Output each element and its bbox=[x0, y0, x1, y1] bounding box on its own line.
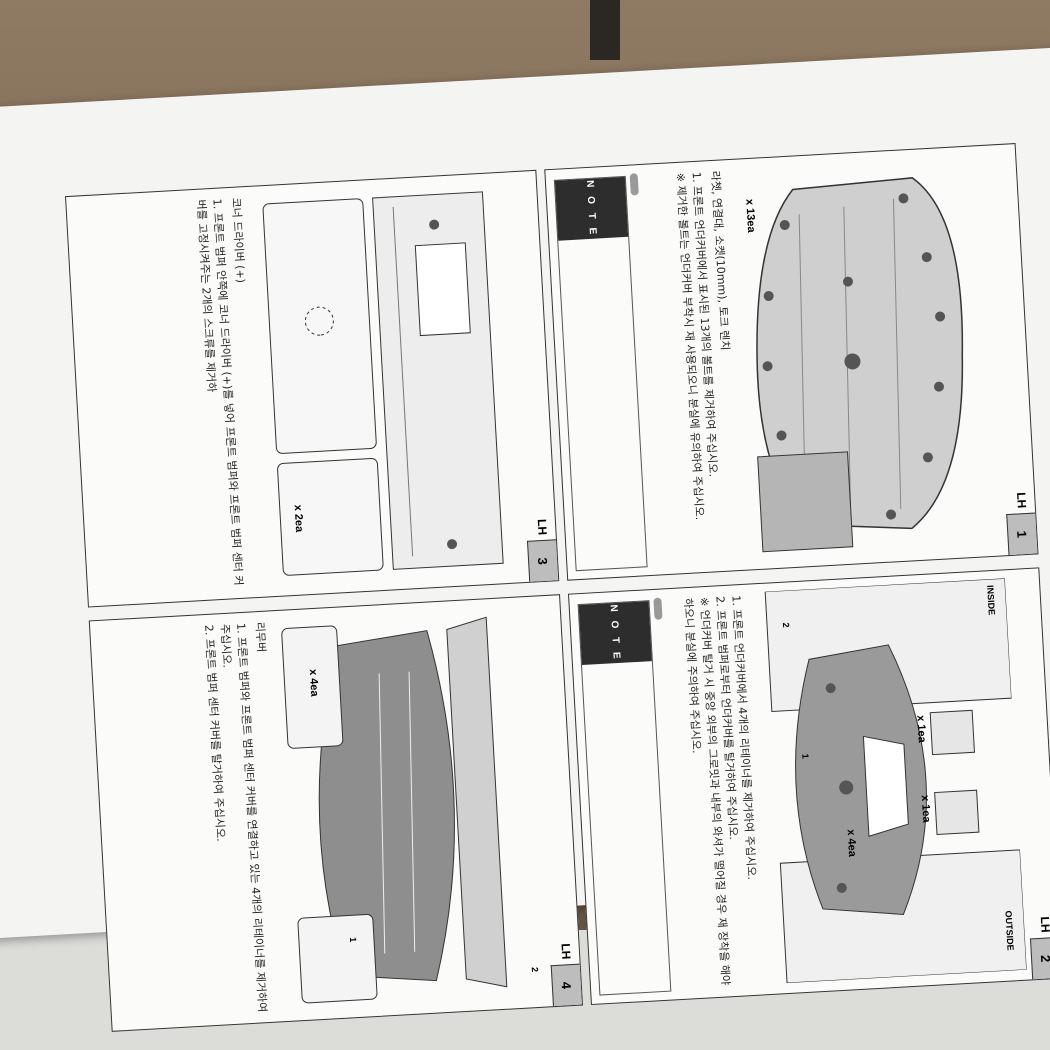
inside-label: INSIDE bbox=[985, 584, 997, 616]
step-callout-1: 1 bbox=[800, 753, 811, 759]
step-callout-2: 2 bbox=[529, 966, 541, 973]
washer-quantity: x 1ea bbox=[914, 714, 928, 744]
step-panel-3: 3 LH x 2ea 코너 드라이버 (+) 1. 프론트 범퍼 안쪽에 코너 … bbox=[65, 169, 560, 608]
step-panel-4: 4 LH x 4ea 1 2 리무버 1. 프론트 범퍼와 프론트 범퍼 센터 … bbox=[88, 594, 583, 1032]
note-label: N O T E bbox=[578, 601, 652, 666]
undercover-bolts-diagram bbox=[756, 177, 964, 553]
note-label: N O T E bbox=[554, 176, 629, 241]
retainer-quantity: x 4ea bbox=[306, 668, 321, 697]
step-number: 1 bbox=[1006, 512, 1038, 556]
manual-page: KIA Genuine Accessories 1 LH x 13ea 라쳇, … bbox=[0, 40, 1050, 1032]
note-box: N O T E bbox=[553, 175, 648, 572]
side-label: LH bbox=[534, 518, 550, 536]
manual-content: KIA Genuine Accessories 1 LH x 13ea 라쳇, … bbox=[57, 136, 1050, 1040]
step-panel-2: 2 LH INSIDE OUTSIDE x 1ea x 1ea x 4ea 1 … bbox=[567, 567, 1050, 1006]
bolt-quantity: x 13ea bbox=[743, 198, 758, 233]
side-label: LH bbox=[558, 942, 574, 960]
tape-stripe bbox=[590, 0, 620, 60]
step-instructions: 1. 프론트 언더커버에서 4개의 리테이너를 제거하여 주십시오. 2. 프론… bbox=[679, 595, 765, 988]
step-number: 2 bbox=[1029, 936, 1050, 980]
wrench-icon bbox=[629, 173, 639, 196]
screw-quantity: x 2ea bbox=[291, 504, 306, 533]
center-cover-retainer-diagram bbox=[281, 616, 508, 1004]
center-cover-screw-diagram bbox=[262, 191, 504, 576]
step-number: 3 bbox=[526, 539, 559, 582]
wrench-icon bbox=[653, 597, 663, 620]
retainer-quantity: x 4ea bbox=[844, 828, 859, 858]
step-number: 4 bbox=[550, 963, 582, 1007]
step-callout-1: 1 bbox=[347, 936, 359, 943]
note-box: N O T E bbox=[577, 600, 672, 996]
side-label: LH bbox=[1014, 491, 1029, 509]
grommet-quantity: x 1ea bbox=[918, 794, 933, 823]
side-label: LH bbox=[1037, 916, 1050, 933]
step-panel-1: 1 LH x 13ea 라쳇, 연결대, 소켓(10mm), 토크 렌치 1. … bbox=[544, 143, 1039, 581]
step-callout-2: 2 bbox=[780, 622, 792, 628]
retainer-removal-diagram bbox=[764, 578, 1027, 984]
